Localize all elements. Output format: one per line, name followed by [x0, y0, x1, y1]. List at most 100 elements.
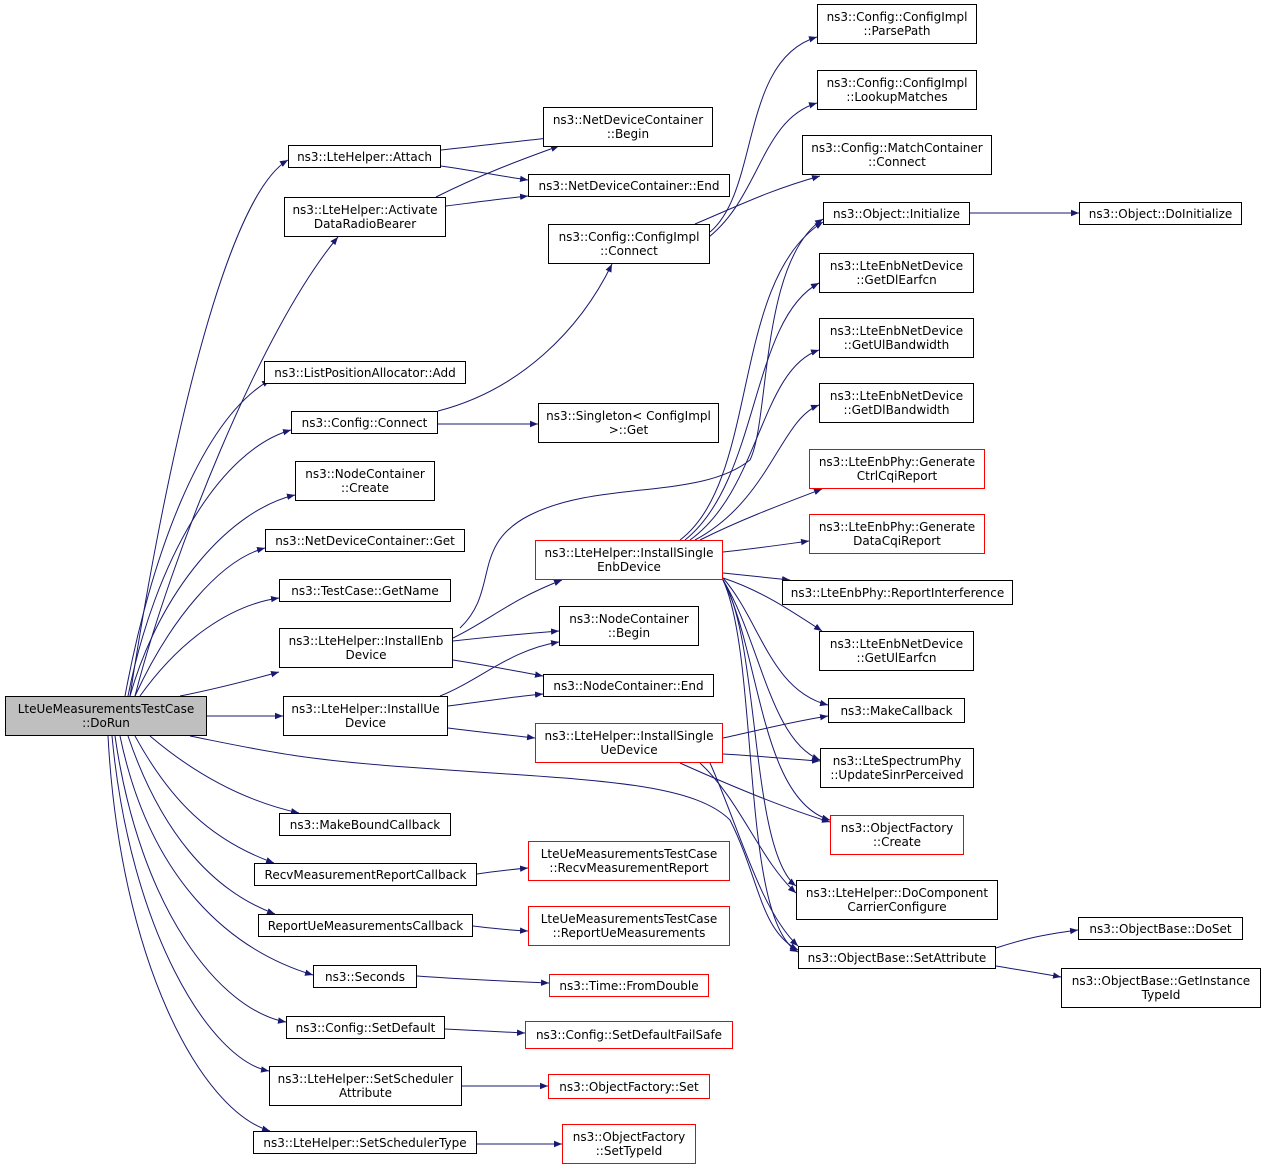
node-seconds[interactable]: ns3::Seconds: [313, 965, 417, 988]
node-recvreport[interactable]: LteUeMeasurementsTestCase::RecvMeasureme…: [528, 841, 730, 881]
node-fromdouble[interactable]: ns3::Time::FromDouble: [549, 974, 709, 997]
node-ctrlcqi-line2: CtrlCqiReport: [856, 469, 938, 483]
node-settypeid-line1: ns3::ObjectFactory: [572, 1130, 686, 1144]
node-docc-line2: CarrierConfigure: [847, 900, 947, 914]
node-settypeid[interactable]: ns3::ObjectFactory::SetTypeId: [562, 1124, 696, 1164]
edge-singleue-setattr: [709, 762, 799, 947]
edge-singleenb-dlearfcn: [684, 282, 820, 541]
edge-implconnect-parsepath: [709, 36, 818, 233]
node-ofset[interactable]: ns3::ObjectFactory::Set: [548, 1074, 710, 1099]
edge-attach-ndcend: [440, 165, 529, 183]
node-schedtype[interactable]: ns3::LteHelper::SetSchedulerType: [253, 1131, 477, 1154]
node-singleue-line1: ns3::LteHelper::InstallSingle: [544, 729, 714, 743]
node-recvcb[interactable]: RecvMeasurementReportCallback: [254, 863, 477, 886]
node-ncbegin-line1: ns3::NodeContainer: [569, 612, 689, 626]
node-failsafe-line1: ns3::Config::SetDefaultFailSafe: [535, 1028, 723, 1042]
node-root[interactable]: LteUeMeasurementsTestCase::DoRun: [5, 696, 207, 736]
node-ncend-line1: ns3::NodeContainer::End: [553, 678, 704, 693]
edge-singleue-ofcreate: [679, 762, 831, 823]
edge-root-attach: [129, 159, 289, 697]
node-root-line2: ::DoRun: [82, 716, 130, 730]
edge-installenb-initialize: [459, 218, 824, 629]
node-schedtype-line1: ns3::LteHelper::SetSchedulerType: [263, 1135, 467, 1150]
node-activate-line1: ns3::LteHelper::Activate: [292, 203, 438, 217]
edge-root-add: [124, 379, 271, 697]
node-activate-line2: DataRadioBearer: [313, 217, 417, 231]
edge-root-setdefault: [114, 735, 287, 1024]
node-doinit[interactable]: ns3::Object::DoInitialize: [1079, 202, 1242, 225]
node-lookup[interactable]: ns3::Config::ConfigImpl::LookupMatches: [817, 70, 977, 110]
node-nccreate[interactable]: ns3::NodeContainer::Create: [295, 461, 435, 501]
node-getname-line1: ns3::TestCase::GetName: [291, 583, 439, 598]
node-dlbw[interactable]: ns3::LteEnbNetDevice::GetDlBandwidth: [819, 383, 974, 423]
node-installue-line2: Device: [344, 716, 387, 730]
edge-singleenb-ctrlcqi: [699, 488, 823, 541]
node-reportmeas[interactable]: LteUeMeasurementsTestCase::ReportUeMeasu…: [528, 906, 730, 946]
node-singleue-line2: UeDevice: [600, 743, 658, 757]
node-ndcend[interactable]: ns3::NetDeviceContainer::End: [528, 174, 730, 197]
node-reportcb[interactable]: ReportUeMeasurementsCallback: [258, 914, 473, 937]
node-setattr[interactable]: ns3::ObjectBase::SetAttribute: [798, 946, 996, 969]
node-interference[interactable]: ns3::LteEnbPhy::ReportInterference: [782, 580, 1013, 605]
node-installenb-line1: ns3::LteHelper::InstallEnb: [288, 634, 444, 648]
node-sinr-line1: ns3::LteSpectrumPhy: [832, 754, 962, 768]
node-ndcbegin-line1: ns3::NetDeviceContainer: [552, 113, 704, 127]
node-mcconnect[interactable]: ns3::Config::MatchContainer::Connect: [802, 135, 992, 175]
node-ofset-line1: ns3::ObjectFactory::Set: [559, 1079, 699, 1094]
node-ulearfcn[interactable]: ns3::LteEnbNetDevice::GetUlEarfcn: [819, 631, 974, 671]
node-ndcbegin[interactable]: ns3::NetDeviceContainer::Begin: [543, 107, 713, 147]
node-dlearfcn[interactable]: ns3::LteEnbNetDevice::GetDlEarfcn: [819, 253, 974, 293]
node-setdefault[interactable]: ns3::Config::SetDefault: [286, 1016, 445, 1039]
node-sinr[interactable]: ns3::LteSpectrumPhy::UpdateSinrPerceived: [820, 748, 974, 788]
node-initialize[interactable]: ns3::Object::Initialize: [823, 202, 970, 225]
edge-singleenb-initialize: [679, 221, 824, 541]
node-doset[interactable]: ns3::ObjectBase::DoSet: [1078, 917, 1243, 940]
node-implconnect[interactable]: ns3::Config::ConfigImpl::Connect: [548, 224, 710, 264]
node-installenb-line2: Device: [345, 648, 387, 662]
node-singleton[interactable]: ns3::Singleton< ConfigImpl>::Get: [538, 403, 719, 443]
node-attach[interactable]: ns3::LteHelper::Attach: [288, 145, 441, 168]
node-parsepath-line2: ::ParsePath: [863, 24, 931, 38]
node-ulbw-line2: ::GetUlBandwidth: [843, 338, 950, 352]
node-reportcb-line1: ReportUeMeasurementsCallback: [267, 918, 464, 933]
edge-root-recvcb: [134, 735, 275, 864]
node-makebound[interactable]: ns3::MakeBoundCallback: [279, 813, 451, 836]
edge-root-installenb: [179, 671, 280, 697]
edge-root-reportcb: [127, 735, 276, 915]
node-ofcreate[interactable]: ns3::ObjectFactory::Create: [830, 815, 964, 855]
node-ofcreate-line1: ns3::ObjectFactory: [840, 821, 954, 835]
node-ndcget-line1: ns3::NetDeviceContainer::Get: [275, 533, 455, 548]
edge-singleenb-makecb: [722, 577, 829, 707]
node-gettid-line2: TypeId: [1141, 988, 1181, 1002]
node-makecb[interactable]: ns3::MakeCallback: [828, 698, 965, 723]
node-installue-line1: ns3::LteHelper::InstallUe: [291, 702, 440, 716]
node-ulbw[interactable]: ns3::LteEnbNetDevice::GetUlBandwidth: [819, 318, 974, 358]
edge-installenb-singleenb: [452, 579, 563, 639]
node-parsepath-line1: ns3::Config::ConfigImpl: [826, 10, 968, 24]
node-add[interactable]: ns3::ListPositionAllocator::Add: [264, 361, 466, 384]
node-parsepath[interactable]: ns3::Config::ConfigImpl::ParsePath: [817, 4, 977, 44]
node-ncend[interactable]: ns3::NodeContainer::End: [543, 674, 714, 697]
node-ncbegin[interactable]: ns3::NodeContainer::Begin: [559, 606, 699, 646]
node-getname[interactable]: ns3::TestCase::GetName: [279, 579, 451, 602]
node-failsafe[interactable]: ns3::Config::SetDefaultFailSafe: [525, 1021, 733, 1049]
edge-setattr-gettid: [995, 965, 1062, 979]
node-ulearfcn-line2: ::GetUlEarfcn: [856, 651, 937, 665]
node-dlbw-line1: ns3::LteEnbNetDevice: [829, 389, 964, 403]
edge-setdefault-failsafe: [444, 1028, 526, 1036]
node-root-line1: LteUeMeasurementsTestCase: [17, 702, 195, 716]
node-ndcget[interactable]: ns3::NetDeviceContainer::Get: [265, 529, 465, 552]
node-cfgconnect[interactable]: ns3::Config::Connect: [291, 411, 438, 434]
edge-seconds-fromdouble: [416, 975, 550, 986]
node-interference-line1: ns3::LteEnbPhy::ReportInterference: [790, 585, 1005, 600]
